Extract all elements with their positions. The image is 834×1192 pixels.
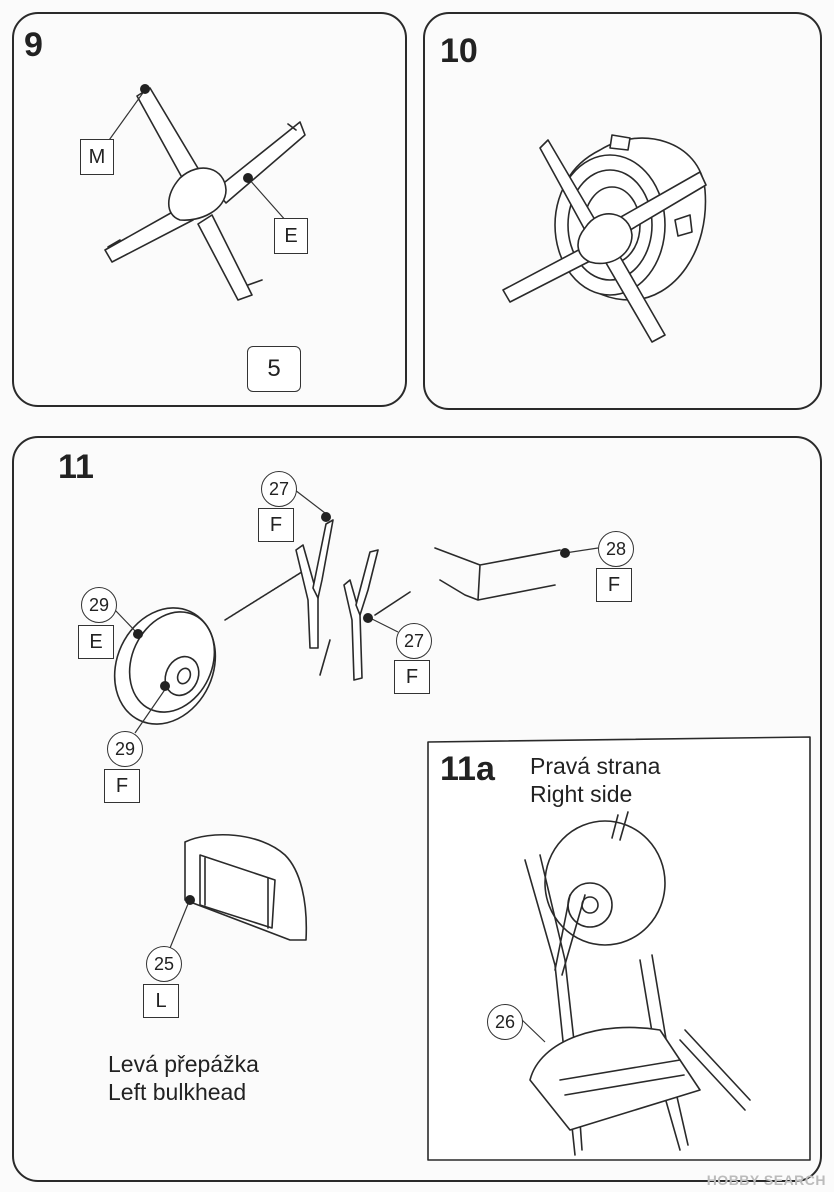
step-number-10: 10 — [440, 32, 478, 70]
step-number-11a: 11a — [440, 750, 495, 788]
part-callout-29-top: 29 — [81, 587, 117, 623]
bulkhead-drawing — [184, 833, 308, 941]
sprue-label-l: L — [143, 984, 179, 1018]
bulkhead-caption-en: Left bulkhead — [108, 1079, 247, 1105]
part-callout-27-top: 27 — [261, 471, 297, 507]
strut-drawings — [295, 519, 379, 681]
watermark: HOBBY SEARCH — [706, 1172, 826, 1188]
side-caption-cz: Pravá strana — [530, 753, 661, 779]
part-callout-27-bottom: 27 — [396, 623, 432, 659]
side-caption-en: Right side — [530, 781, 633, 807]
sprue-label-f-29: F — [104, 769, 140, 803]
part-callout-28: 28 — [598, 531, 634, 567]
sprue-label-f-27-bottom: F — [394, 660, 430, 694]
sprue-label-e-29: E — [78, 625, 114, 659]
page-number: 5 — [247, 346, 301, 392]
propeller-drawing — [104, 87, 306, 301]
wheel-drawing — [113, 607, 217, 725]
engine-drawing — [502, 134, 707, 343]
step-number-9: 9 — [24, 26, 43, 64]
part-callout-26: 26 — [487, 1004, 523, 1040]
sprue-label-e: E — [274, 218, 308, 254]
sprue-label-m: M — [80, 139, 114, 175]
right-side-assembly-drawing — [524, 811, 751, 1156]
step-number-11: 11 — [58, 448, 94, 486]
sprue-label-f-28: F — [596, 568, 632, 602]
part-callout-25: 25 — [146, 946, 182, 982]
part-28-drawing — [434, 547, 561, 601]
part-callout-29-bottom: 29 — [107, 731, 143, 767]
sprue-label-f-27-top: F — [258, 508, 294, 542]
bulkhead-caption-cz: Levá přepážka — [108, 1051, 259, 1077]
